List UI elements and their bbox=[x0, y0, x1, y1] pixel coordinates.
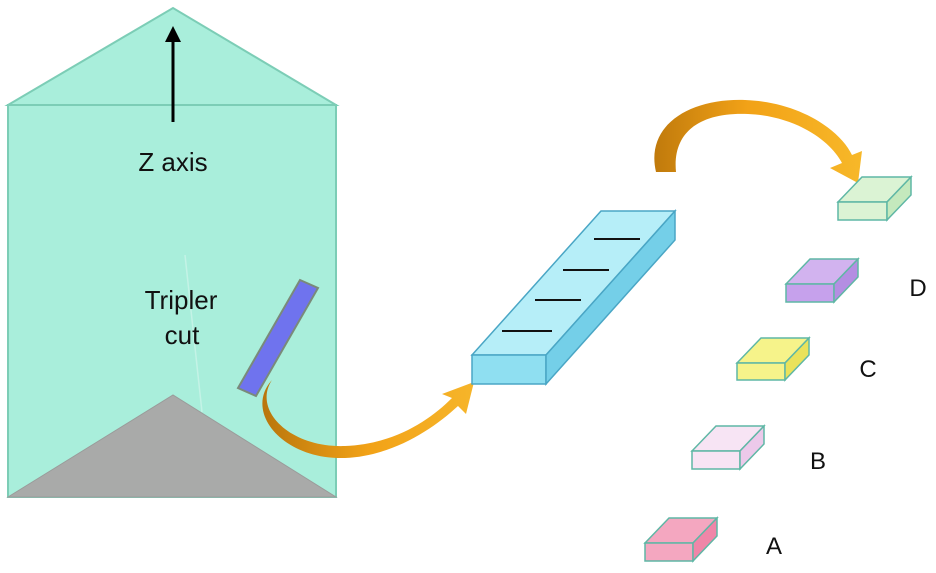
piece-top bbox=[836, 175, 913, 222]
seed-cone bbox=[6, 394, 338, 498]
piece-label-c: C bbox=[859, 356, 876, 383]
bar-side-face bbox=[545, 209, 676, 386]
crystal-bar bbox=[470, 209, 677, 386]
facet-line bbox=[184, 254, 203, 413]
piece-label-b: B bbox=[810, 448, 826, 475]
piece-c bbox=[735, 336, 811, 382]
piece-b bbox=[690, 424, 766, 471]
z-axis-label: Z axis bbox=[138, 147, 207, 177]
curved-arrow-to-pieces bbox=[654, 99, 862, 183]
piece-a bbox=[643, 516, 719, 563]
piece-d bbox=[784, 257, 860, 304]
tripler-cut-label-line2: cut bbox=[165, 320, 200, 350]
curved-arrow-to-bar bbox=[262, 380, 474, 459]
z-axis-arrow bbox=[165, 26, 181, 122]
tripler-cut-label-line1: Tripler bbox=[145, 285, 218, 315]
piece-label-a: A bbox=[766, 533, 782, 560]
bar-front-face bbox=[471, 354, 547, 385]
tripler-cut-plate bbox=[236, 278, 320, 398]
piece-label-d: D bbox=[909, 275, 926, 302]
